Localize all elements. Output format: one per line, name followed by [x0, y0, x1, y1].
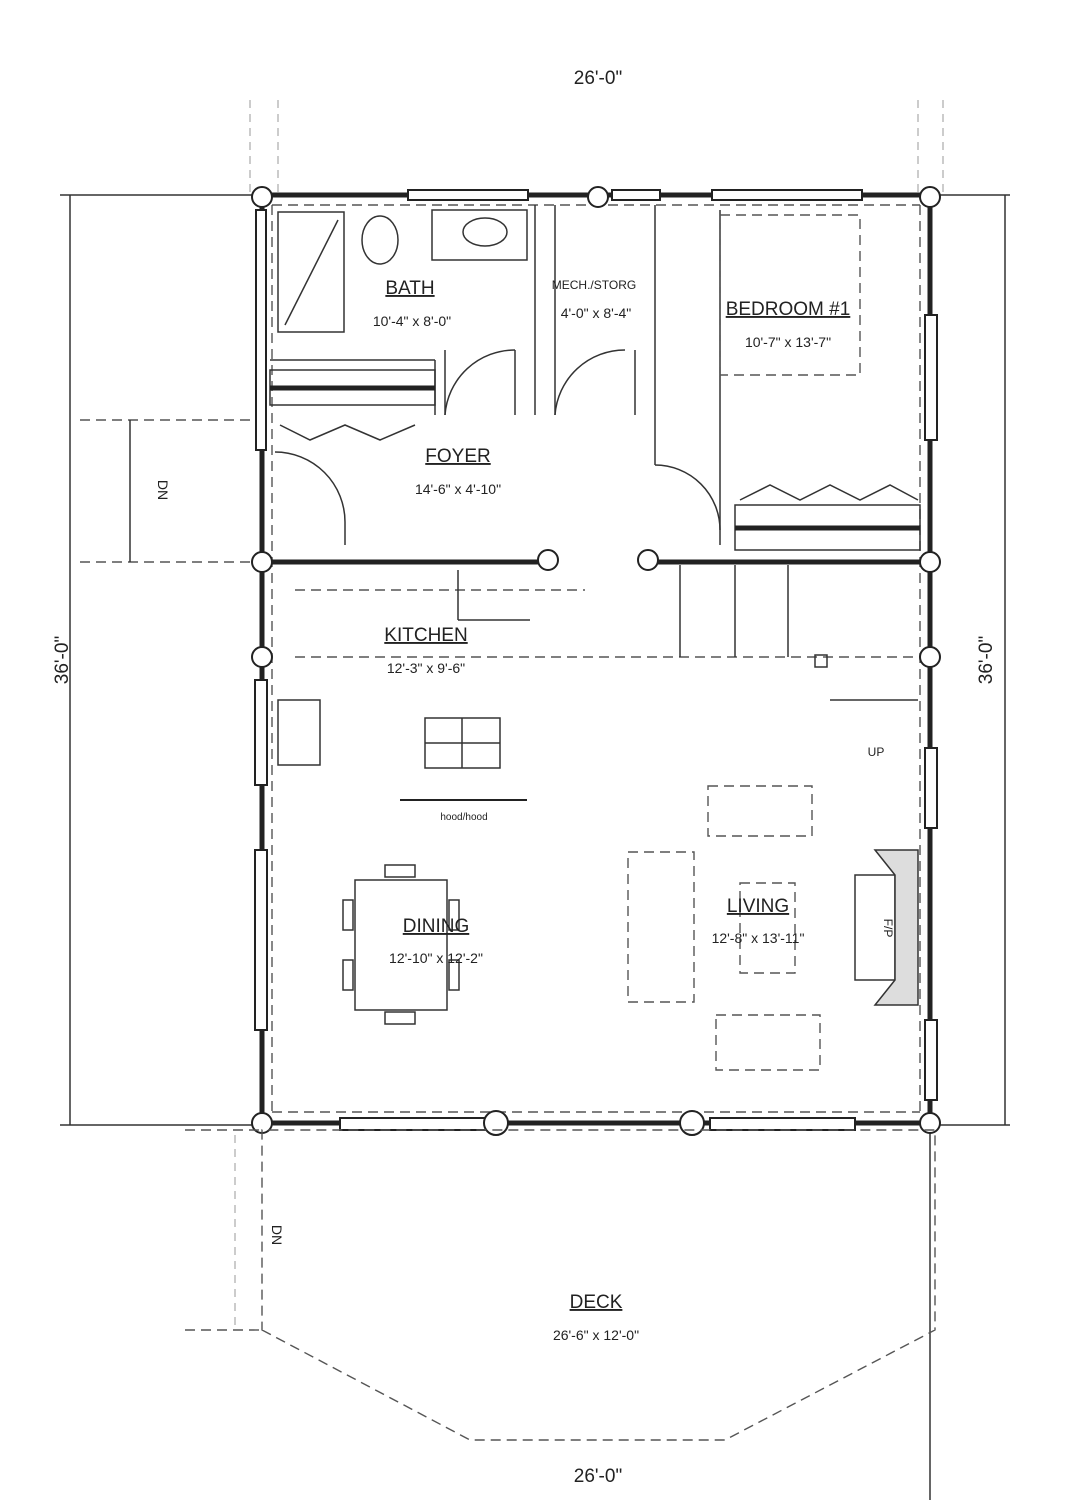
fireplace-label: F/P [881, 919, 895, 938]
room-name-dining: DINING [403, 916, 470, 937]
bed [719, 214, 861, 376]
room-size-deck: 26'-6" x 12'-0" [553, 1327, 639, 1343]
sink [462, 217, 508, 247]
range-hood-label: hood/hood [440, 812, 487, 823]
room-name-bath: BATH [385, 278, 434, 299]
room-labels: BATH 10'-4" x 8'-0" MECH./STORG 4'-0" x … [373, 278, 895, 1343]
dn-label-deck: DN [269, 1225, 285, 1245]
dimension-left: 36'-0" [52, 636, 73, 684]
chair [707, 785, 813, 837]
room-size-foyer: 14'-6" x 4'-10" [415, 481, 501, 497]
dimension-top: 26'-0" [574, 68, 622, 89]
room-name-mech: MECH./STORG [552, 278, 636, 292]
fixtures [277, 209, 920, 1071]
log-posts [251, 186, 941, 1136]
room-size-bath: 10'-4" x 8'-0" [373, 313, 451, 329]
room-name-living: LIVING [727, 896, 789, 917]
room-name-bedroom: BEDROOM #1 [726, 299, 851, 320]
dimension-bottom: 26'-0" [574, 1466, 622, 1487]
windows [254, 189, 938, 1131]
vanity [431, 209, 528, 261]
room-size-mech: 4'-0" x 8'-4" [561, 305, 632, 321]
room-size-dining: 12'-10" x 12'-2" [389, 950, 483, 966]
side-stair [80, 419, 255, 563]
chair [715, 1014, 821, 1071]
dimension-right: 36'-0" [976, 636, 997, 684]
coffee-table [739, 882, 796, 974]
room-size-bedroom: 10'-7" x 13'-7" [745, 334, 831, 350]
sofa [627, 851, 695, 1003]
room-size-living: 12'-8" x 13'-11" [712, 930, 805, 946]
kitchen-sink [277, 699, 321, 766]
room-size-kitchen: 12'-3" x 9'-6" [387, 660, 465, 676]
closet-rods [269, 369, 921, 551]
shower [277, 211, 345, 333]
toilet [361, 215, 399, 265]
room-name-deck: DECK [570, 1292, 623, 1313]
dimension-lines [60, 100, 1010, 1500]
interior-walls [262, 205, 930, 565]
room-name-kitchen: KITCHEN [384, 625, 467, 646]
deck [185, 1129, 936, 1441]
stair-up-label: UP [868, 745, 885, 759]
dn-label-side: DN [155, 480, 171, 500]
room-name-foyer: FOYER [425, 446, 490, 467]
dining-table [354, 879, 448, 1011]
